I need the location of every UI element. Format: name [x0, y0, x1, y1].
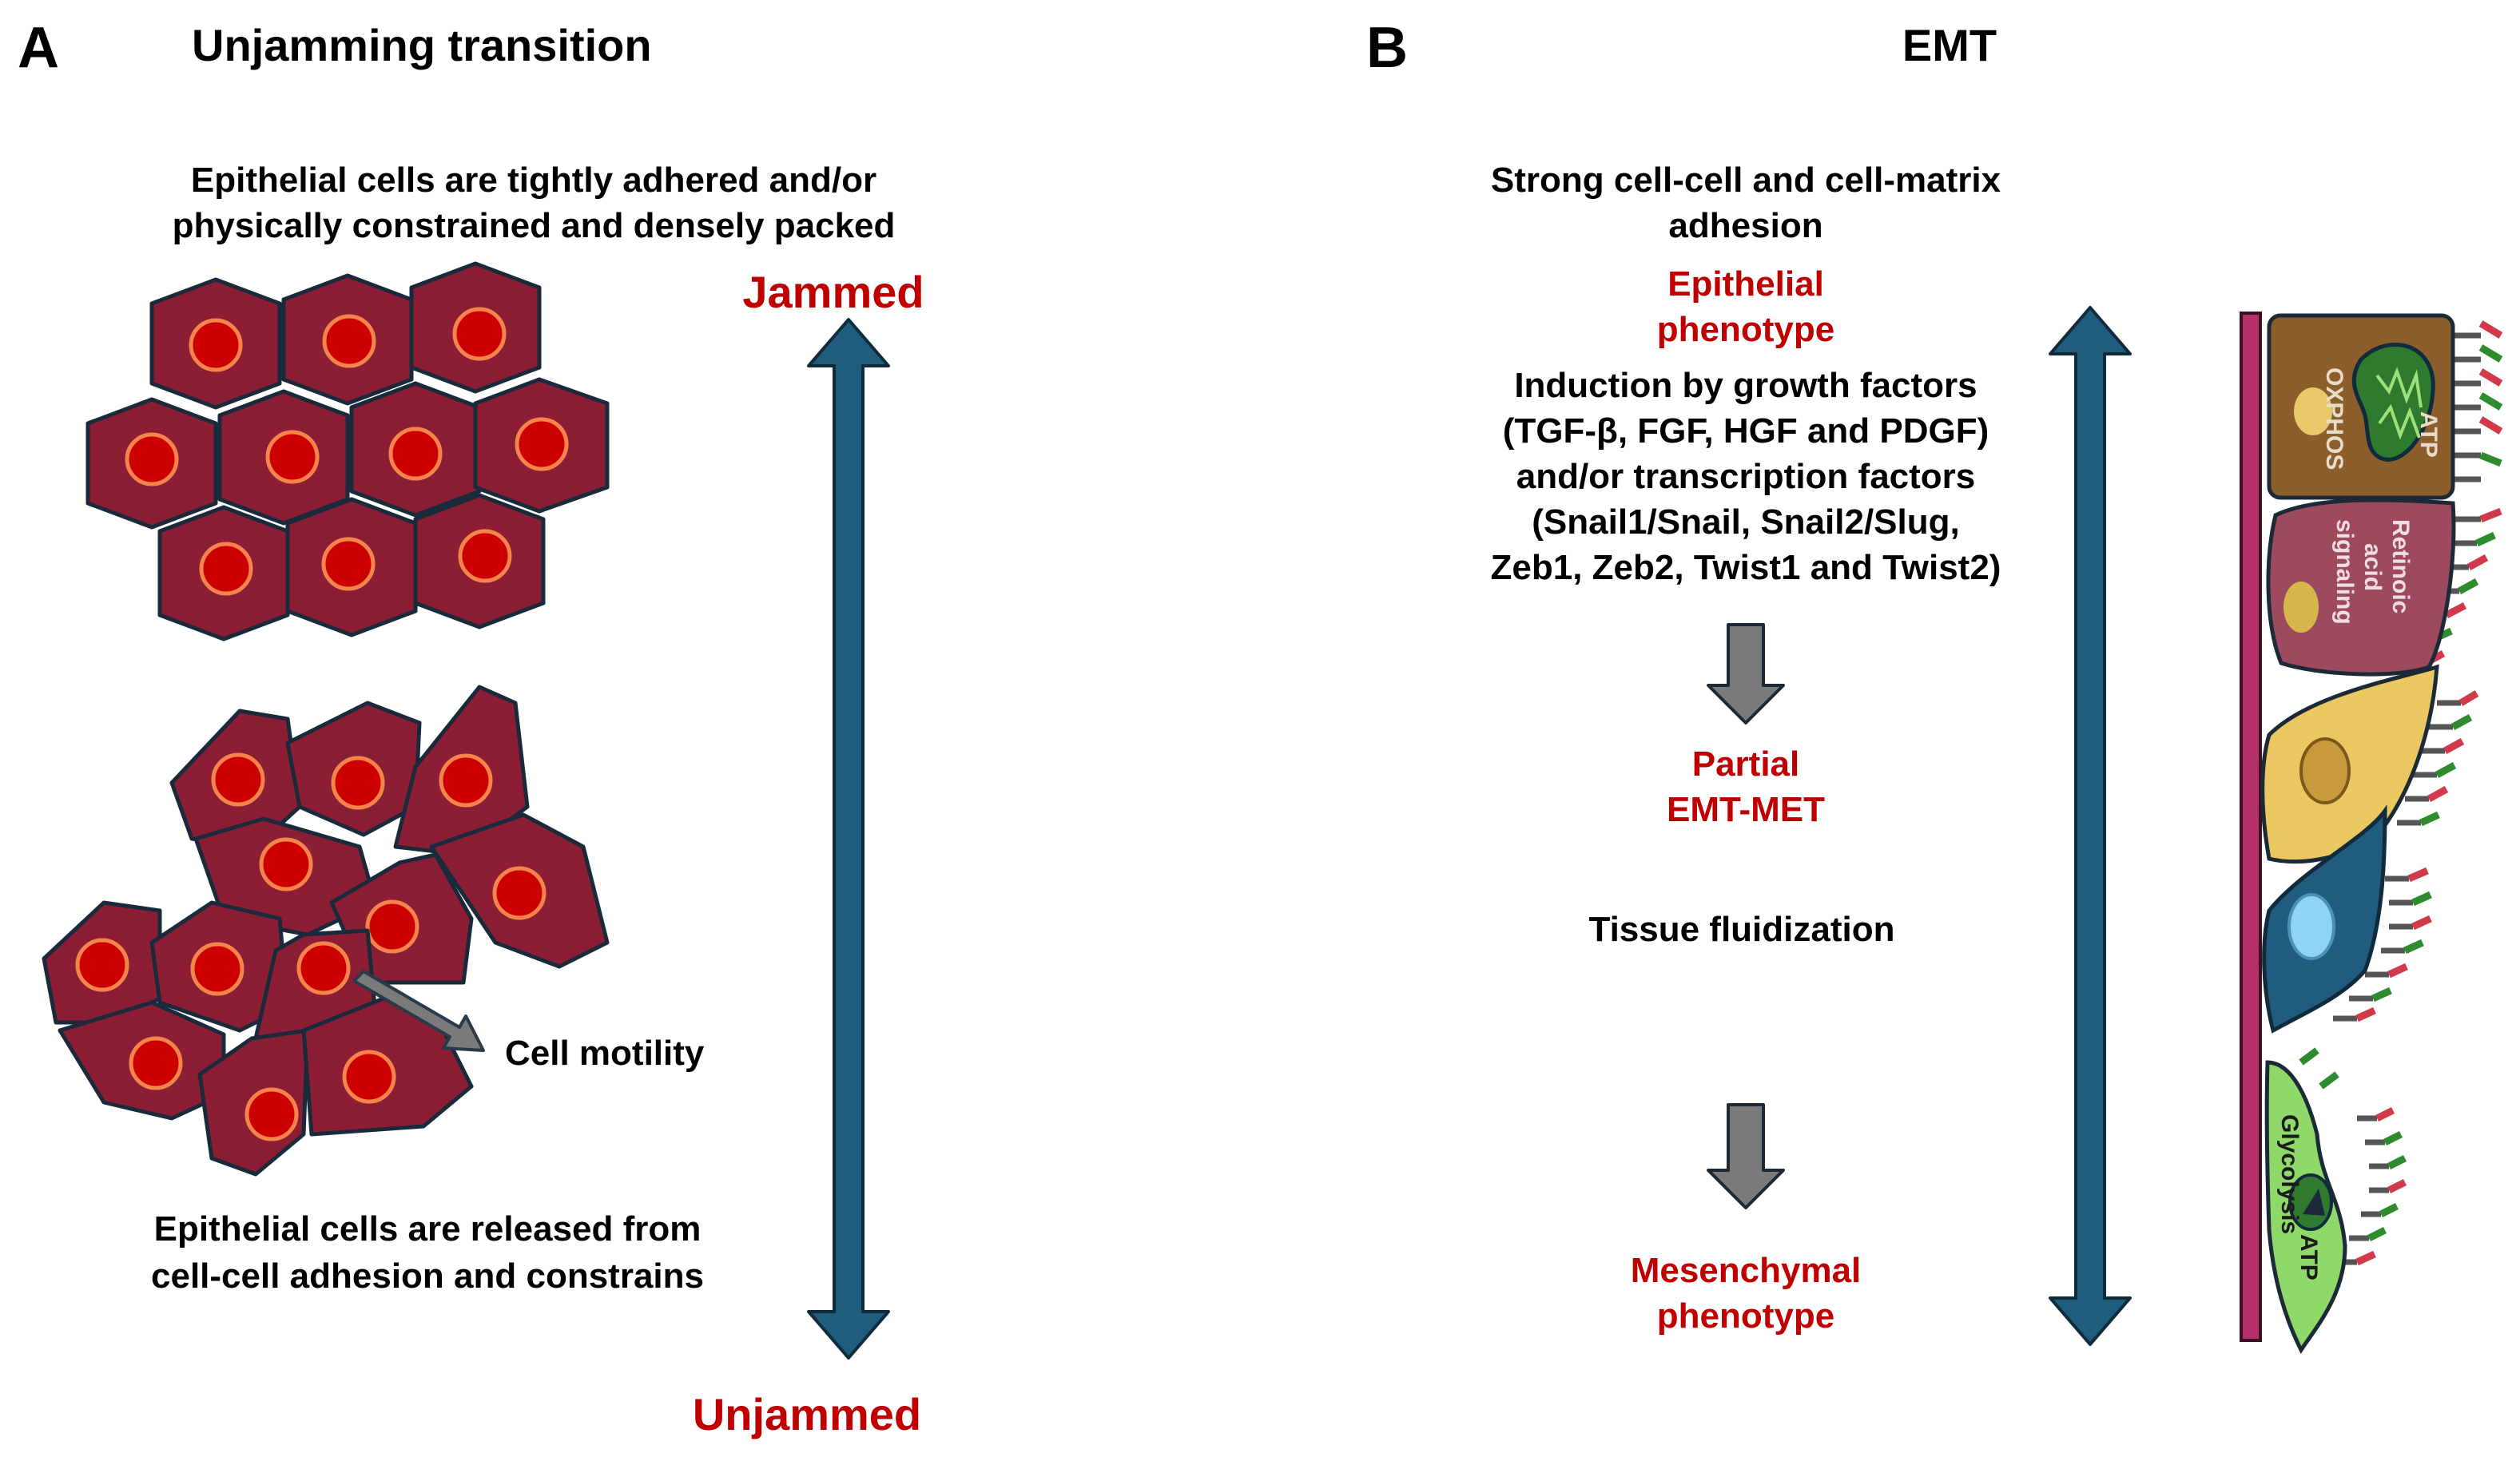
hex-cell — [473, 377, 610, 514]
jammed-label: Jammed — [742, 267, 924, 317]
retinoic-label-line-2: acid — [2359, 543, 2386, 591]
blue-cell — [2262, 804, 2387, 1034]
hex-cell — [149, 277, 282, 410]
hex-cell — [85, 397, 218, 530]
basement-membrane — [2240, 312, 2262, 1342]
induction-text-line-5: Zeb1, Zeb2, Twist1 and Twist2) — [1491, 548, 2001, 587]
double-arrow-icon — [807, 318, 890, 1360]
glycolysis-cell: Glycolysis ATP — [2264, 1060, 2347, 1354]
hex-cell — [409, 261, 542, 394]
retinoic-label-line-1: Retinoic — [2387, 519, 2414, 613]
yellow-cell — [2260, 664, 2439, 864]
adhesion-text-line-2: adhesion — [1668, 206, 1822, 245]
epithelial-label-line-1: Epithelial — [1667, 264, 1824, 304]
induction-text-line-4: (Snail1/Snail, Snail2/Slug, — [1532, 502, 1959, 542]
atp-top-label: ATP — [2415, 411, 2442, 458]
down-arrow-icon — [1707, 1103, 1785, 1209]
panel-b-title: EMT — [1902, 20, 1997, 70]
oxphos-cell: OXPHOS ATP — [2267, 313, 2455, 500]
partial-label-line-2: EMT-MET — [1667, 790, 1825, 829]
down-arrow-icon — [1707, 623, 1785, 725]
retinoic-label-line-3: signaling — [2331, 519, 2358, 625]
adhesion-text-line-1: Strong cell-cell and cell-matrix — [1491, 161, 2001, 200]
hex-cell — [413, 493, 546, 629]
mesenchymal-label-line-1: Mesenchymal — [1631, 1251, 1862, 1290]
mitochondrion-icon — [2351, 342, 2435, 462]
mesenchymal-label-line-2: phenotype — [1657, 1296, 1834, 1336]
panel-a-title: Unjamming transition — [192, 20, 652, 70]
motility-arrow-icon — [352, 970, 485, 1052]
jammed-cell-cluster — [85, 261, 610, 641]
hex-cell — [217, 389, 350, 526]
induction-text-line-1: Induction by growth factors — [1514, 366, 1977, 405]
irregular-cell — [393, 685, 530, 857]
double-arrow-icon — [2049, 306, 2132, 1346]
cell-motility-label: Cell motility — [505, 1034, 705, 1073]
hex-cell — [281, 273, 414, 406]
retinoic-cell: Retinoic acid signaling — [2266, 498, 2456, 677]
unjammed-cell-cluster — [42, 685, 610, 1177]
top-caption-line-1: Epithelial cells are tightly adhered and… — [191, 161, 876, 200]
fluidization-text: Tissue fluidization — [1588, 910, 1894, 949]
epithelial-label-line-2: phenotype — [1657, 310, 1834, 349]
oxphos-label: OXPHOS — [2321, 367, 2347, 470]
irregular-cell — [429, 812, 610, 969]
panel-a-letter: A — [18, 16, 59, 80]
panel-b-letter: B — [1366, 16, 1408, 80]
partial-label-line-1: Partial — [1692, 744, 1800, 784]
hex-cell — [349, 381, 482, 518]
glycolysis-label: Glycolysis — [2276, 1114, 2303, 1234]
irregular-cell — [285, 701, 422, 837]
induction-text-line-2: (TGF-β, FGF, HGF and PDGF) — [1503, 411, 1989, 451]
hex-cell — [157, 505, 290, 641]
induction-text-line-3: and/or transcription factors — [1516, 457, 1976, 496]
bottom-caption-line-1: Epithelial cells are released from — [154, 1209, 702, 1249]
atp-bottom-label: ATP — [2295, 1234, 2322, 1280]
hex-cell — [285, 497, 418, 637]
bottom-caption-line-2: cell-cell adhesion and constrains — [151, 1257, 704, 1296]
top-caption-line-2: physically constrained and densely packe… — [173, 206, 896, 245]
irregular-cell — [197, 1028, 310, 1177]
unjammed-label: Unjammed — [693, 1389, 921, 1439]
